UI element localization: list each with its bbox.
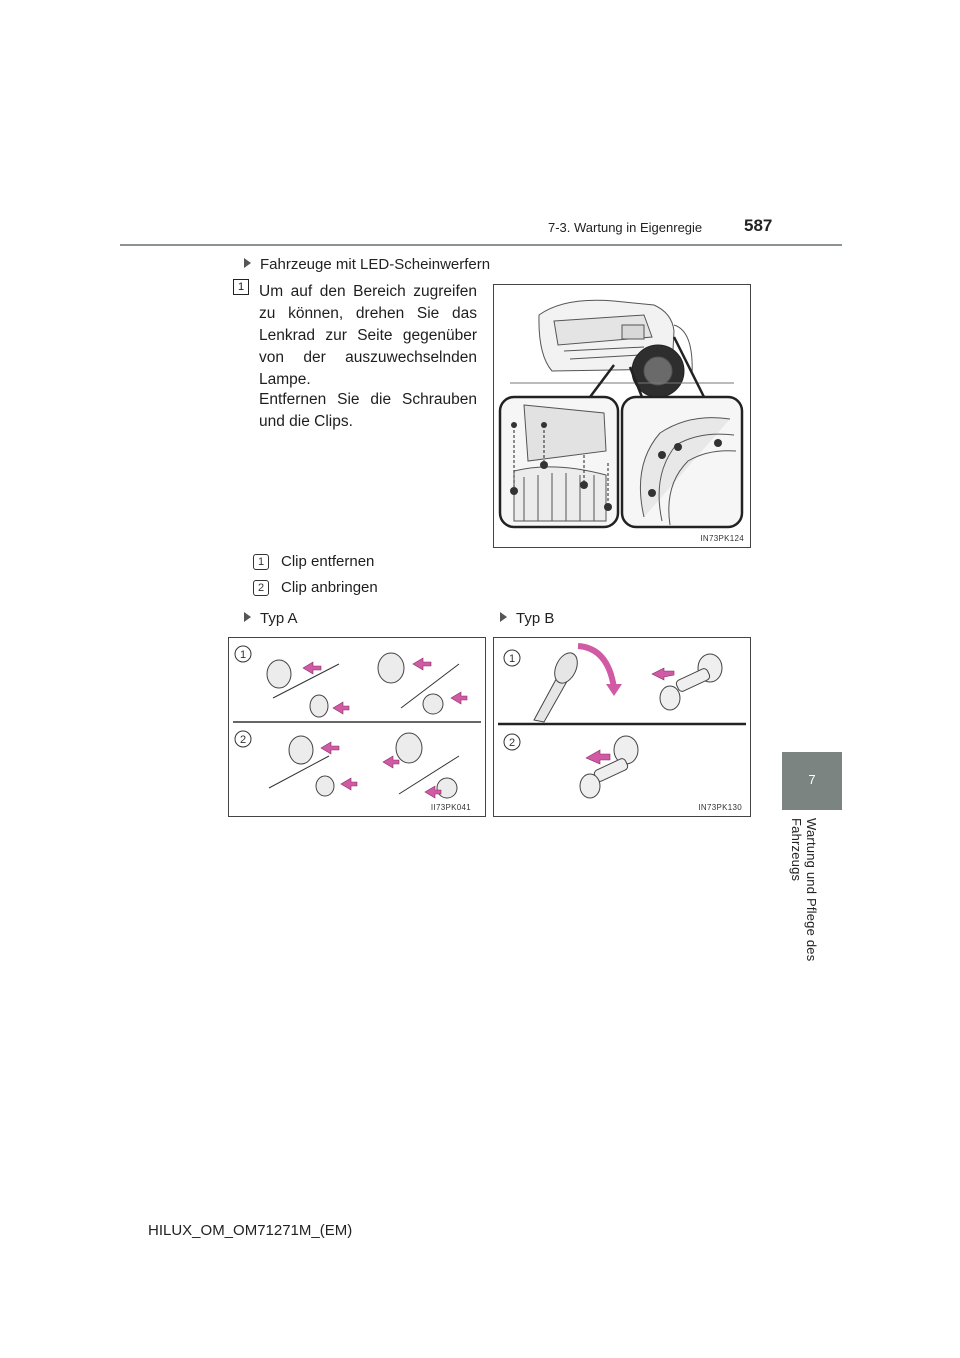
type-b-heading: Typ B (500, 610, 554, 627)
figure-type-a: 1 2 II (228, 637, 486, 817)
bullet-led-vehicles: Fahrzeuge mit LED-Scheinwerfern (244, 256, 490, 273)
legend-number: 2 (253, 580, 269, 596)
step-number-box: 1 (233, 279, 249, 295)
figure-marker: 2 (509, 737, 515, 749)
section-title: 7-3. Wartung in Eigenregie (548, 220, 703, 235)
figure-marker: 2 (240, 734, 246, 746)
step-instruction-text: Um auf den Bereich zugreifen zu können, … (259, 283, 477, 388)
bullet-led-label: Fahrzeuge mit LED-Scheinwerfern (260, 256, 491, 273)
figure-type-b: 1 2 IN73PK130 (493, 637, 751, 817)
figure-code: IN73PK124 (700, 534, 744, 543)
vehicle-illustration (498, 299, 744, 529)
figure-code: IN73PK130 (698, 803, 742, 812)
figure-marker: 1 (509, 653, 515, 665)
legend-number: 1 (253, 554, 269, 570)
chapter-number: 7 (808, 772, 816, 787)
chapter-title: Wartung und Pflege des Fahrzeugs (789, 818, 819, 962)
header-divider (120, 244, 842, 246)
type-b-label: Typ B (516, 610, 555, 627)
legend-text: Clip anbringen (281, 579, 378, 596)
triangle-bullet-icon (244, 258, 251, 268)
figure-wheel-well: IN73PK124 (493, 284, 751, 548)
document-code: HILUX_OM_OM71271M_(EM) (148, 1222, 353, 1239)
legend-text: Clip entfernen (281, 553, 375, 570)
type-a-label: Typ A (260, 610, 298, 627)
figure-marker: 1 (240, 649, 246, 661)
triangle-bullet-icon (500, 612, 507, 622)
clip-type-a-illustration: 1 2 (233, 645, 481, 799)
clip-type-b-illustration: 1 2 (498, 643, 746, 799)
triangle-bullet-icon (244, 612, 251, 622)
step-instruction-text-2: Entfernen Sie die Schrauben und die Clip… (259, 391, 477, 430)
figure-code: II73PK041 (430, 803, 471, 812)
type-a-heading: Typ A (244, 610, 298, 627)
page-number: 587 (744, 216, 773, 235)
chapter-tab: 7 (782, 752, 842, 810)
